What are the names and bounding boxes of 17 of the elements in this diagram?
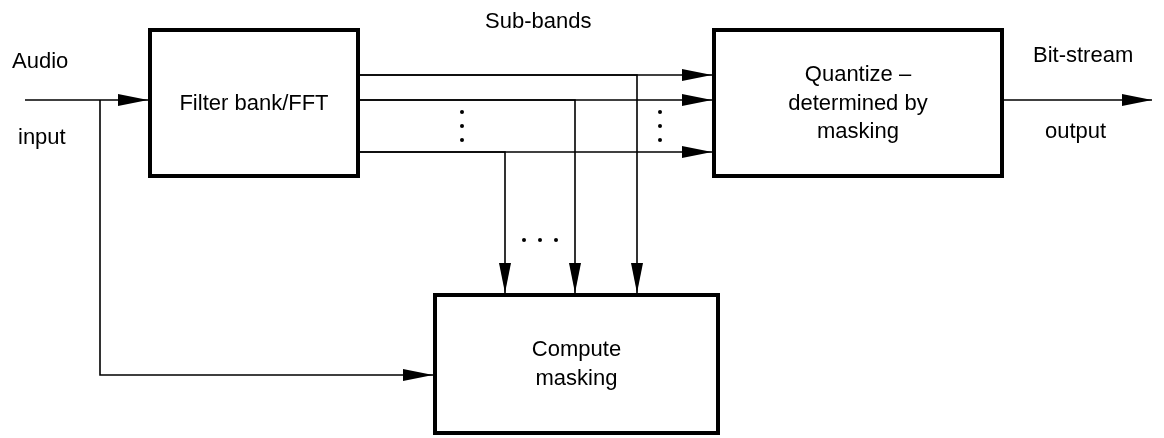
signal-label: Audio bbox=[12, 48, 69, 74]
box-label: Filter bank/FFT bbox=[179, 88, 329, 117]
arrow bbox=[359, 151, 511, 294]
signal-label: Sub-bands bbox=[485, 8, 592, 34]
arrow bbox=[24, 94, 149, 106]
box-label: Compute masking bbox=[530, 335, 623, 392]
process-box bbox=[433, 293, 720, 435]
process-box bbox=[712, 28, 1004, 178]
signal-label: output bbox=[1045, 118, 1107, 144]
arrow bbox=[359, 74, 643, 294]
signal-label: Bit-stream bbox=[1033, 42, 1134, 68]
box-label: Quantize – determined by masking bbox=[787, 60, 929, 146]
process-box bbox=[148, 28, 360, 178]
arrow bbox=[99, 99, 434, 381]
arrow bbox=[359, 99, 581, 294]
arrow bbox=[1003, 94, 1153, 106]
signal-label: input bbox=[18, 124, 66, 150]
